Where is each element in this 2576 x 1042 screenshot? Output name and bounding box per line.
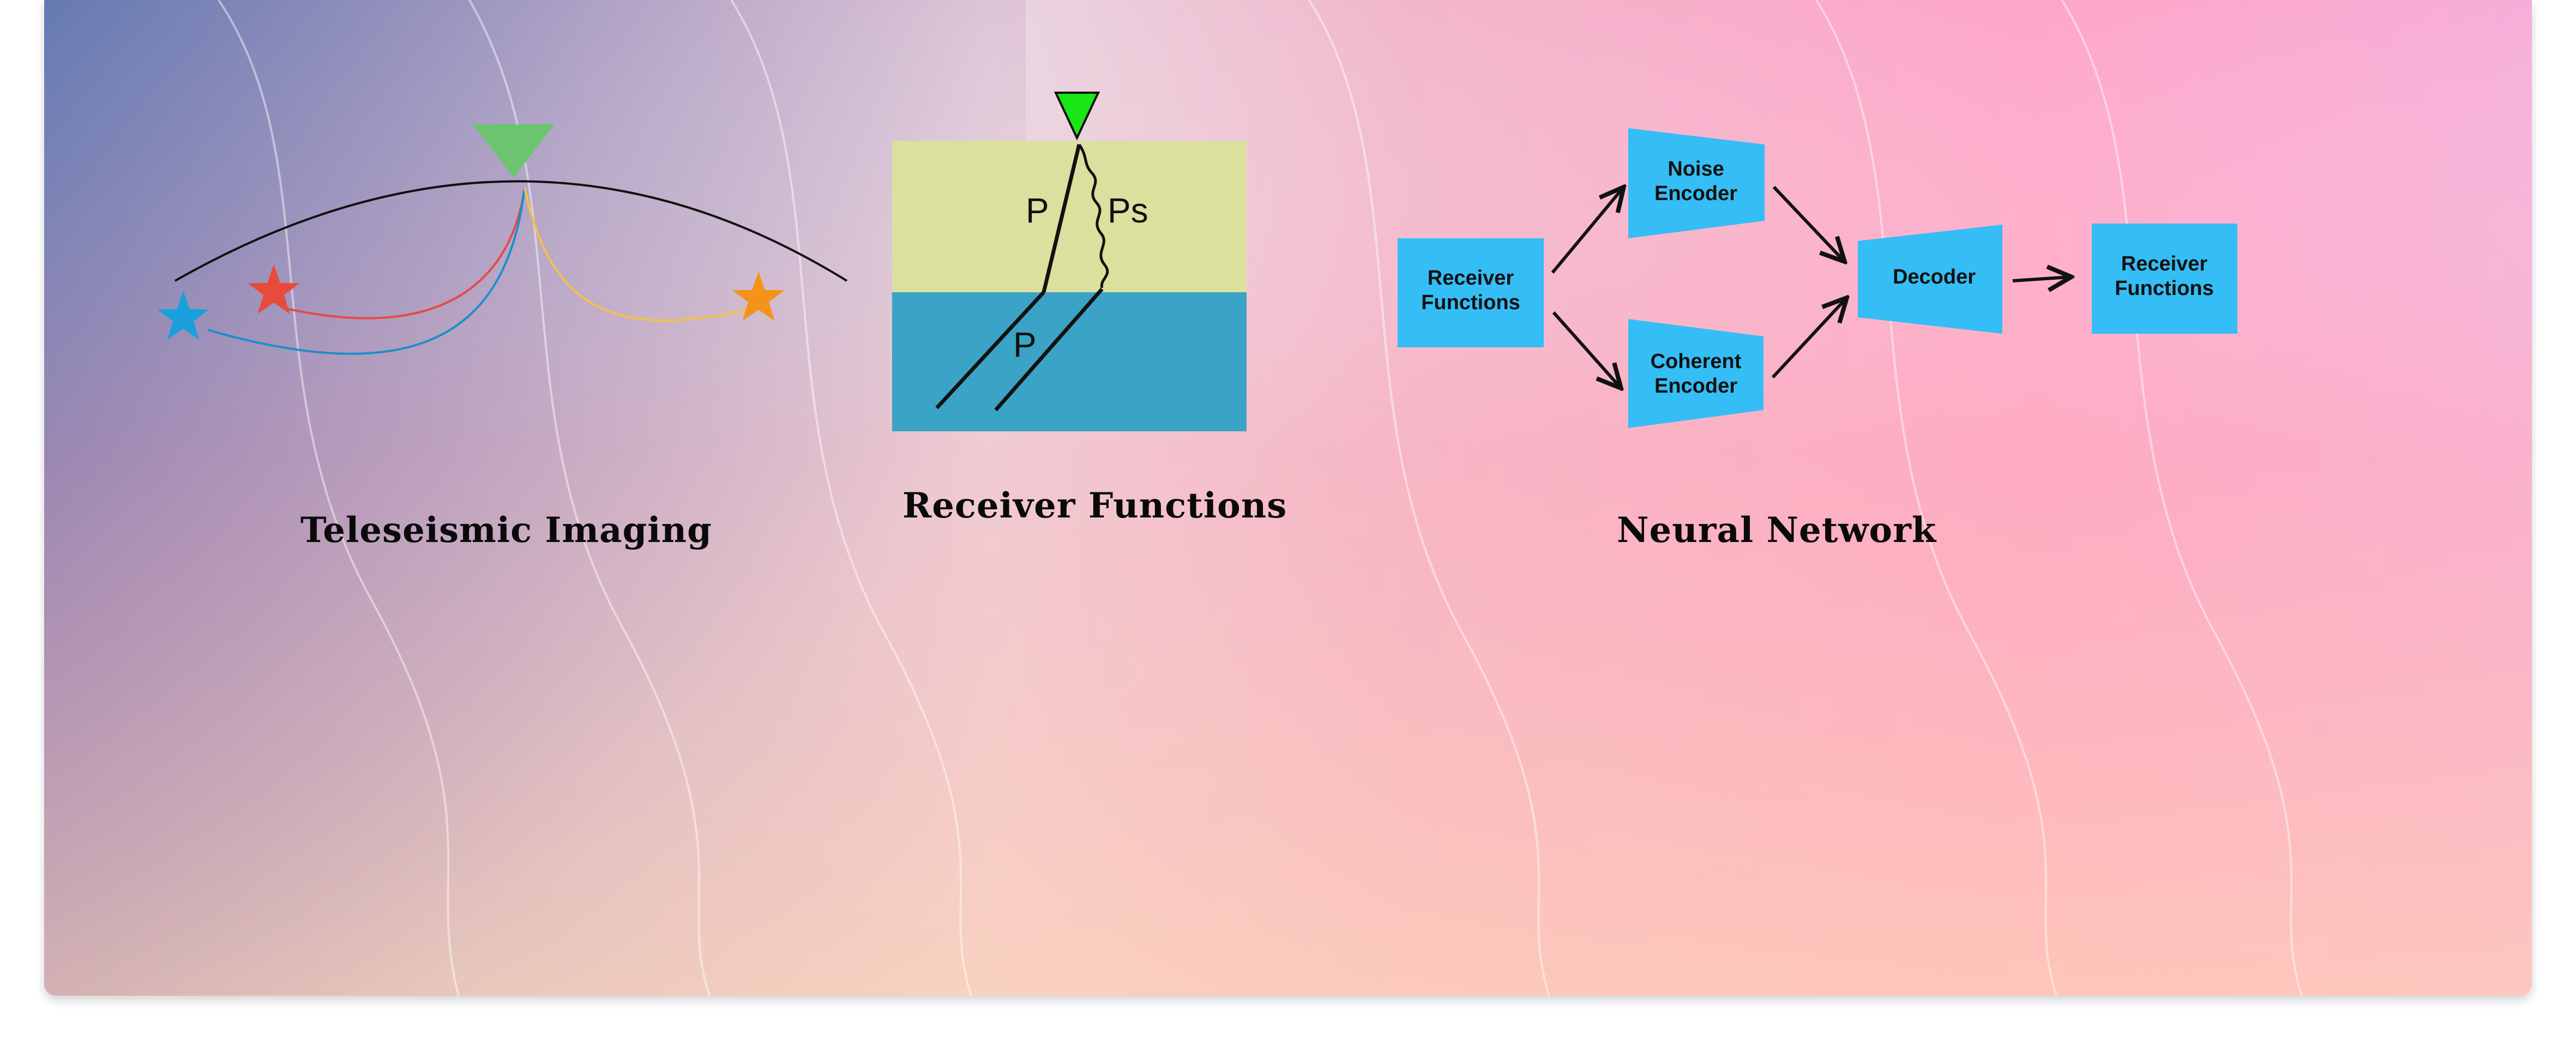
decoder-box xyxy=(1858,225,2002,334)
p-ray-lower xyxy=(935,291,1045,409)
earth-surface-arc xyxy=(174,180,848,282)
arrow-coherent-to-decoder xyxy=(1771,299,1846,379)
input-receiver-functions-box xyxy=(1398,238,1544,347)
lower-layer xyxy=(892,292,1247,431)
red-star-icon xyxy=(248,264,300,314)
background-gradient xyxy=(44,0,2532,996)
title-teleseismic-imaging: Teleseismic Imaging xyxy=(300,510,712,551)
diagram-layer: P Ps P Receiver Functions Noise Encoder … xyxy=(157,92,2237,431)
slide-canvas: P Ps P Receiver Functions Noise Encoder … xyxy=(44,0,2532,996)
label-ps: Ps xyxy=(1108,191,1148,230)
arrow-noise-to-decoder xyxy=(1772,185,1844,261)
station-triangle-icon xyxy=(473,124,555,178)
ray-red xyxy=(284,188,526,320)
coherent-encoder-label-line1: Coherent xyxy=(1651,350,1742,373)
blue-star-icon xyxy=(157,291,209,340)
ray-yellow xyxy=(523,188,754,322)
output-receiver-functions-box xyxy=(2092,224,2237,334)
noise-encoder-label-line2: Encoder xyxy=(1654,182,1737,205)
arrow-decoder-to-output xyxy=(2012,277,2070,281)
noise-encoder-label-line1: Noise xyxy=(1668,158,1724,180)
title-receiver-functions: Receiver Functions xyxy=(902,485,1287,526)
output-box-label-line1: Receiver xyxy=(2121,252,2208,275)
arrow-input-to-coherent xyxy=(1552,311,1620,387)
coherent-encoder-box xyxy=(1628,319,1764,428)
orange-star-icon xyxy=(732,272,785,321)
p-ray-upper xyxy=(1042,144,1081,293)
noise-encoder-box xyxy=(1628,128,1765,238)
input-box-label-line1: Receiver xyxy=(1428,267,1514,290)
receiver-function-diagram: P Ps P xyxy=(892,92,1247,431)
label-p-upper: P xyxy=(1026,191,1049,230)
input-box-label-line2: Functions xyxy=(1421,291,1520,314)
decoder-label: Decoder xyxy=(1893,266,1976,288)
s-ray-lower xyxy=(994,287,1104,412)
arrow-input-to-noise xyxy=(1551,188,1623,274)
title-neural-network: Neural Network xyxy=(1617,510,1937,551)
coherent-encoder-label-line2: Encoder xyxy=(1654,375,1737,397)
teleseismic-diagram xyxy=(157,124,848,355)
label-p-lower: P xyxy=(1013,325,1037,364)
ps-ray-wavy xyxy=(1078,143,1109,288)
station-triangle-bright-icon xyxy=(1054,92,1100,141)
upper-layer xyxy=(892,141,1247,292)
neural-network-diagram: Receiver Functions Noise Encoder Coheren… xyxy=(1398,128,2237,428)
output-box-label-line2: Functions xyxy=(2115,277,2214,300)
ray-blue xyxy=(207,188,526,355)
